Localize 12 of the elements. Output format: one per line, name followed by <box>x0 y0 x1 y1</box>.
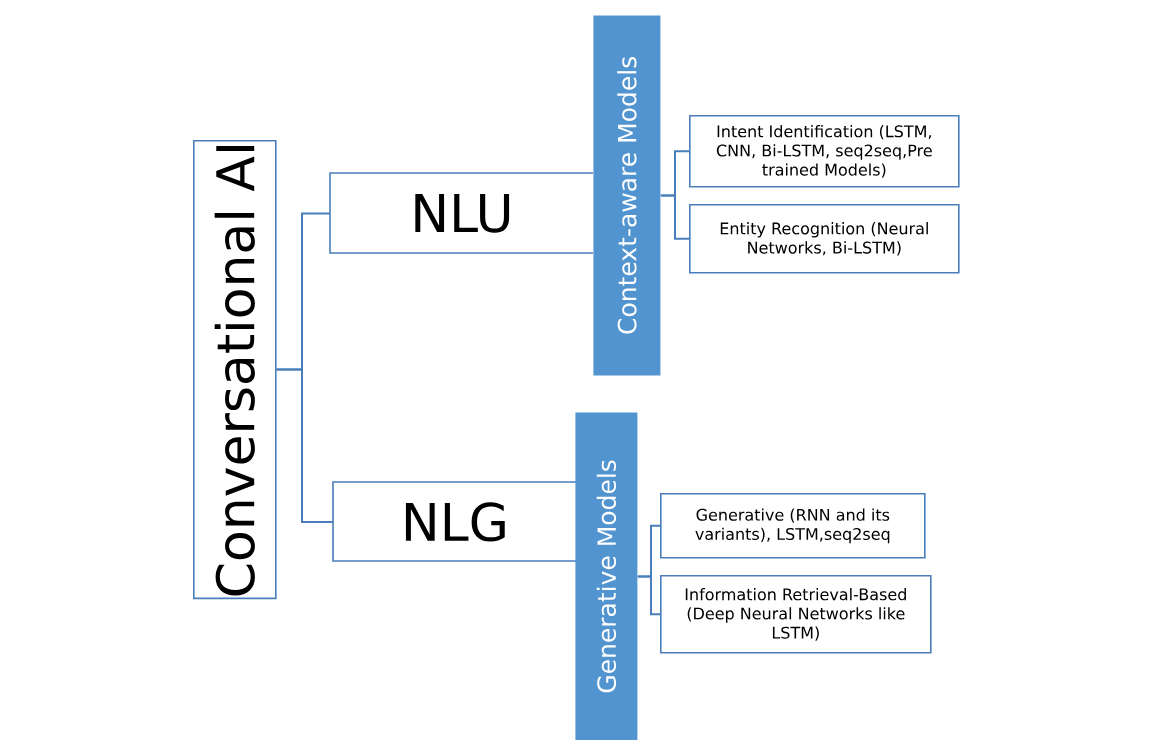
method-box: Information Retrieval-Based (Deep Neural Networks like LSTM) <box>660 575 932 654</box>
connector <box>659 194 690 240</box>
method-box: Generative (RNN and its variants), LSTM,seq2seq <box>660 493 926 559</box>
category-box: NLU <box>329 172 594 254</box>
method-box: Entity Recognition (Neural Networks, Bi-LSTM) <box>689 204 960 274</box>
model-bar: Generative Models <box>575 412 638 740</box>
model-bar: Context-aware Models <box>593 15 661 376</box>
connector <box>275 368 334 523</box>
root-box: Conversational AI <box>193 140 277 600</box>
category-box: NLG <box>332 481 577 562</box>
connector <box>636 575 661 616</box>
method-box: Intent Identification (LSTM, CNN, Bi-LSTM, seq2seq,Pre trained Models) <box>689 115 960 188</box>
